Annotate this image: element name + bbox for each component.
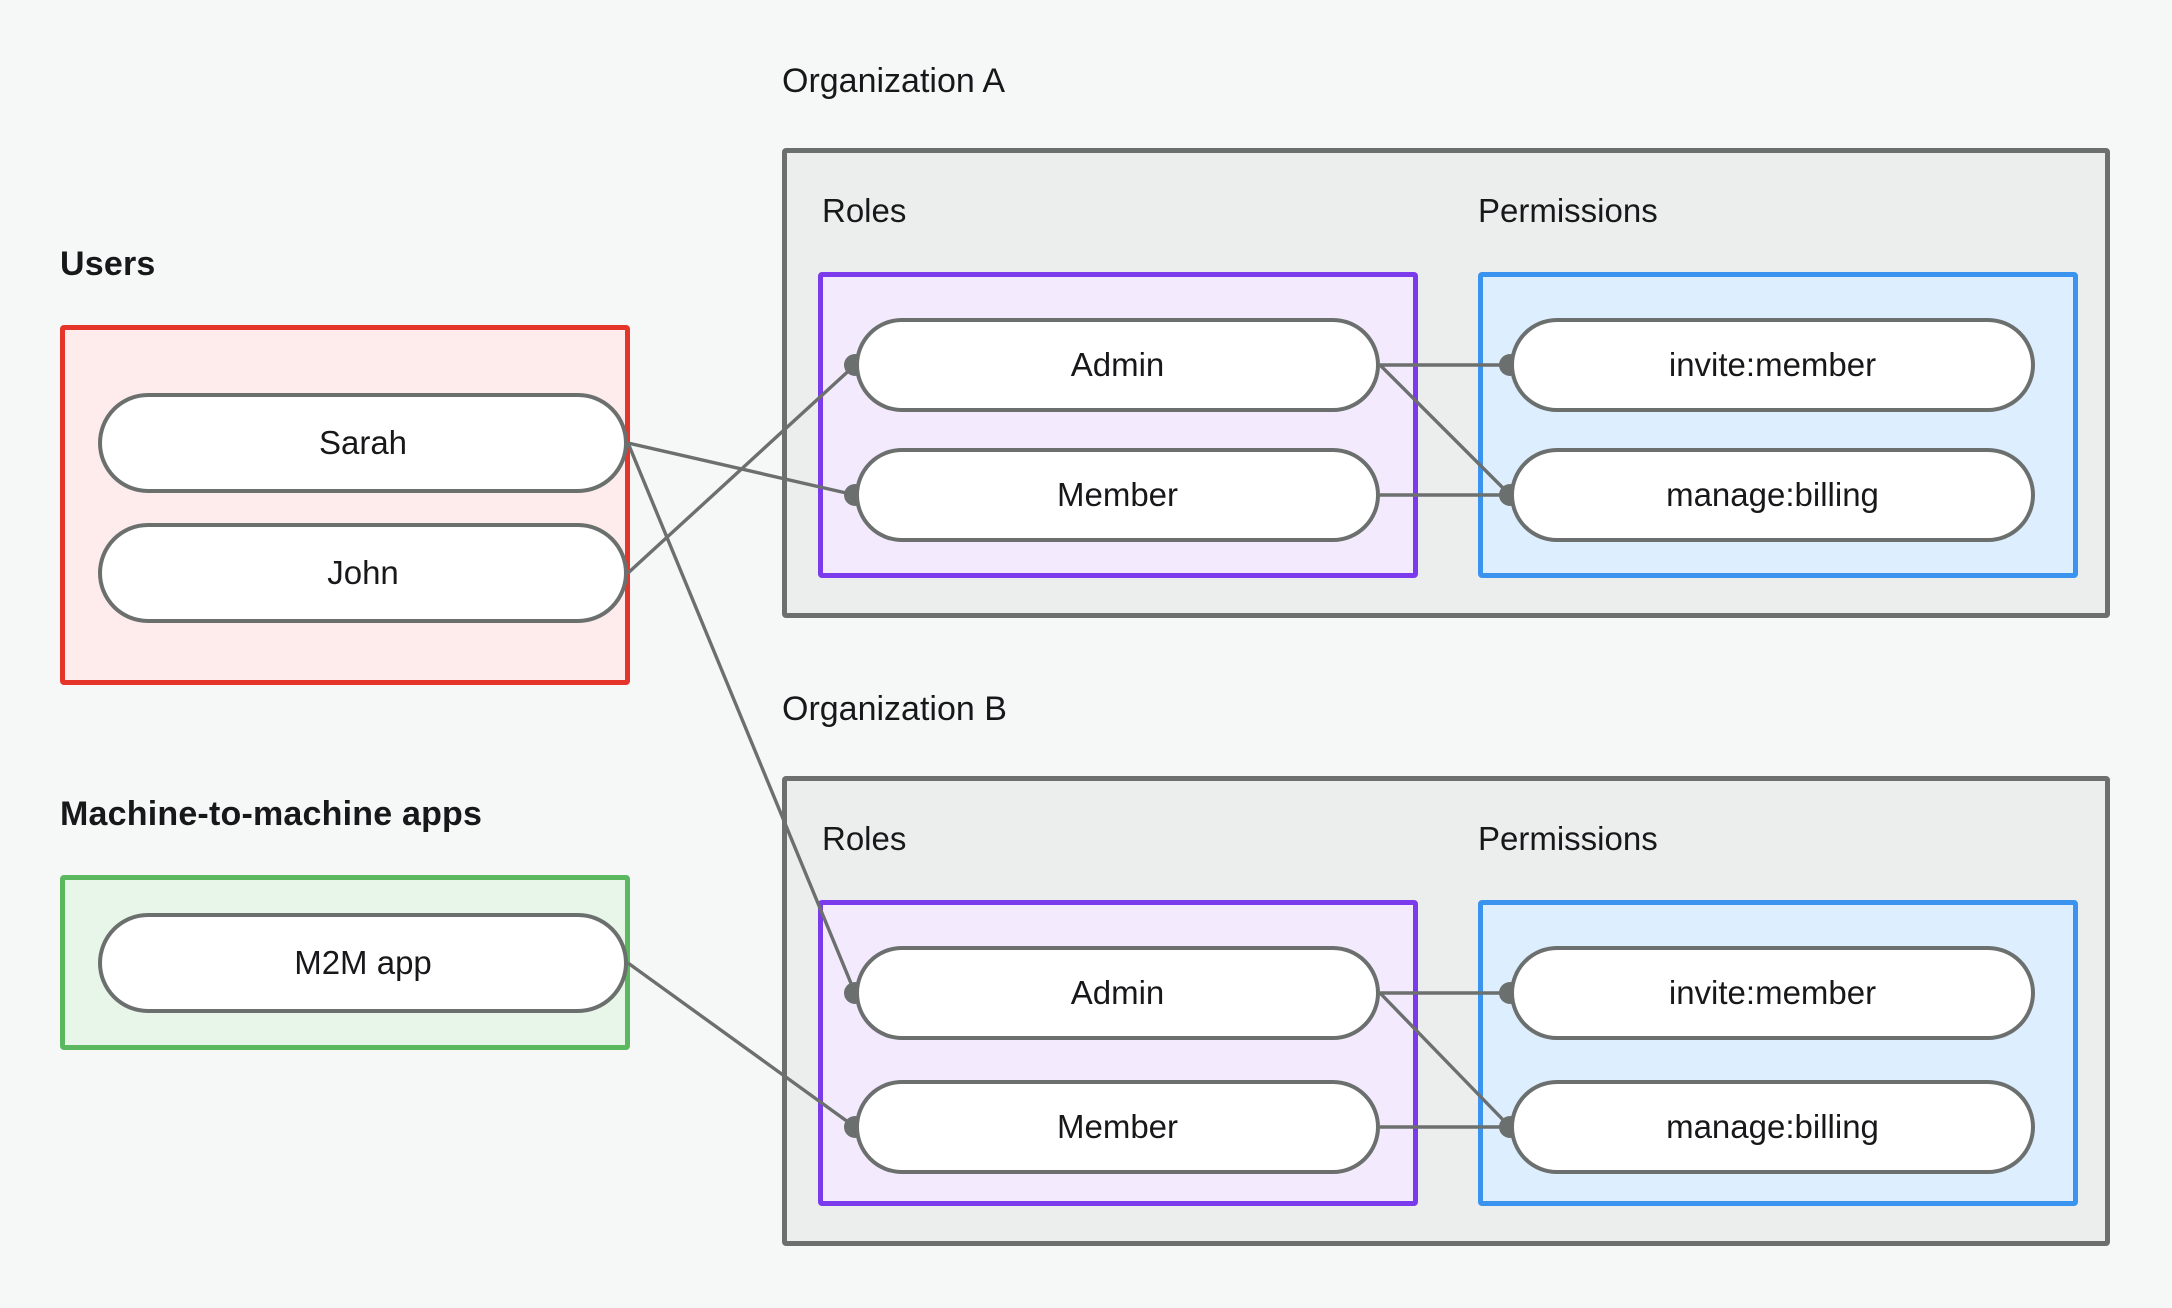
node-john[interactable]: John <box>98 523 628 623</box>
node-org-a-member[interactable]: Member <box>855 448 1380 542</box>
node-org-b-invite-member-label: invite:member <box>1668 974 1877 1011</box>
node-org-b-manage-billing-label: manage:billing <box>1666 1108 1879 1145</box>
node-org-b-member[interactable]: Member <box>855 1080 1380 1174</box>
node-org-b-member-label: Member <box>1056 1108 1179 1145</box>
node-org-a-manage-billing[interactable]: manage:billing <box>1510 448 2035 542</box>
node-org-b-admin-label: Admin <box>1070 974 1165 1011</box>
node-org-b-manage-billing[interactable]: manage:billing <box>1510 1080 2035 1174</box>
node-org-a-invite-member[interactable]: invite:member <box>1510 318 2035 412</box>
node-org-a-manage-billing-label: manage:billing <box>1666 476 1879 513</box>
org-b-title: Organization B <box>782 690 1007 728</box>
node-sarah[interactable]: Sarah <box>98 393 628 493</box>
org-a-permissions-title: Permissions <box>1478 192 1658 229</box>
node-org-a-admin[interactable]: Admin <box>855 318 1380 412</box>
node-org-a-member-label: Member <box>1056 476 1179 513</box>
node-john-label: John <box>327 554 399 591</box>
node-org-b-admin[interactable]: Admin <box>855 946 1380 1040</box>
users-container <box>60 325 630 685</box>
users-section-title: Users <box>60 245 156 283</box>
org-b-permissions-title: Permissions <box>1478 820 1658 857</box>
org-a-roles-title: Roles <box>822 192 907 229</box>
node-m2m-app-label: M2M app <box>294 944 432 981</box>
m2m-section-title: Machine-to-machine apps <box>60 795 483 833</box>
node-org-a-invite-member-label: invite:member <box>1668 346 1877 383</box>
org-b-roles-title: Roles <box>822 820 907 857</box>
node-m2m-app[interactable]: M2M app <box>98 913 628 1013</box>
node-org-b-invite-member[interactable]: invite:member <box>1510 946 2035 1040</box>
node-org-a-admin-label: Admin <box>1070 346 1165 383</box>
node-sarah-label: Sarah <box>318 424 408 461</box>
org-a-title: Organization A <box>782 62 1006 100</box>
